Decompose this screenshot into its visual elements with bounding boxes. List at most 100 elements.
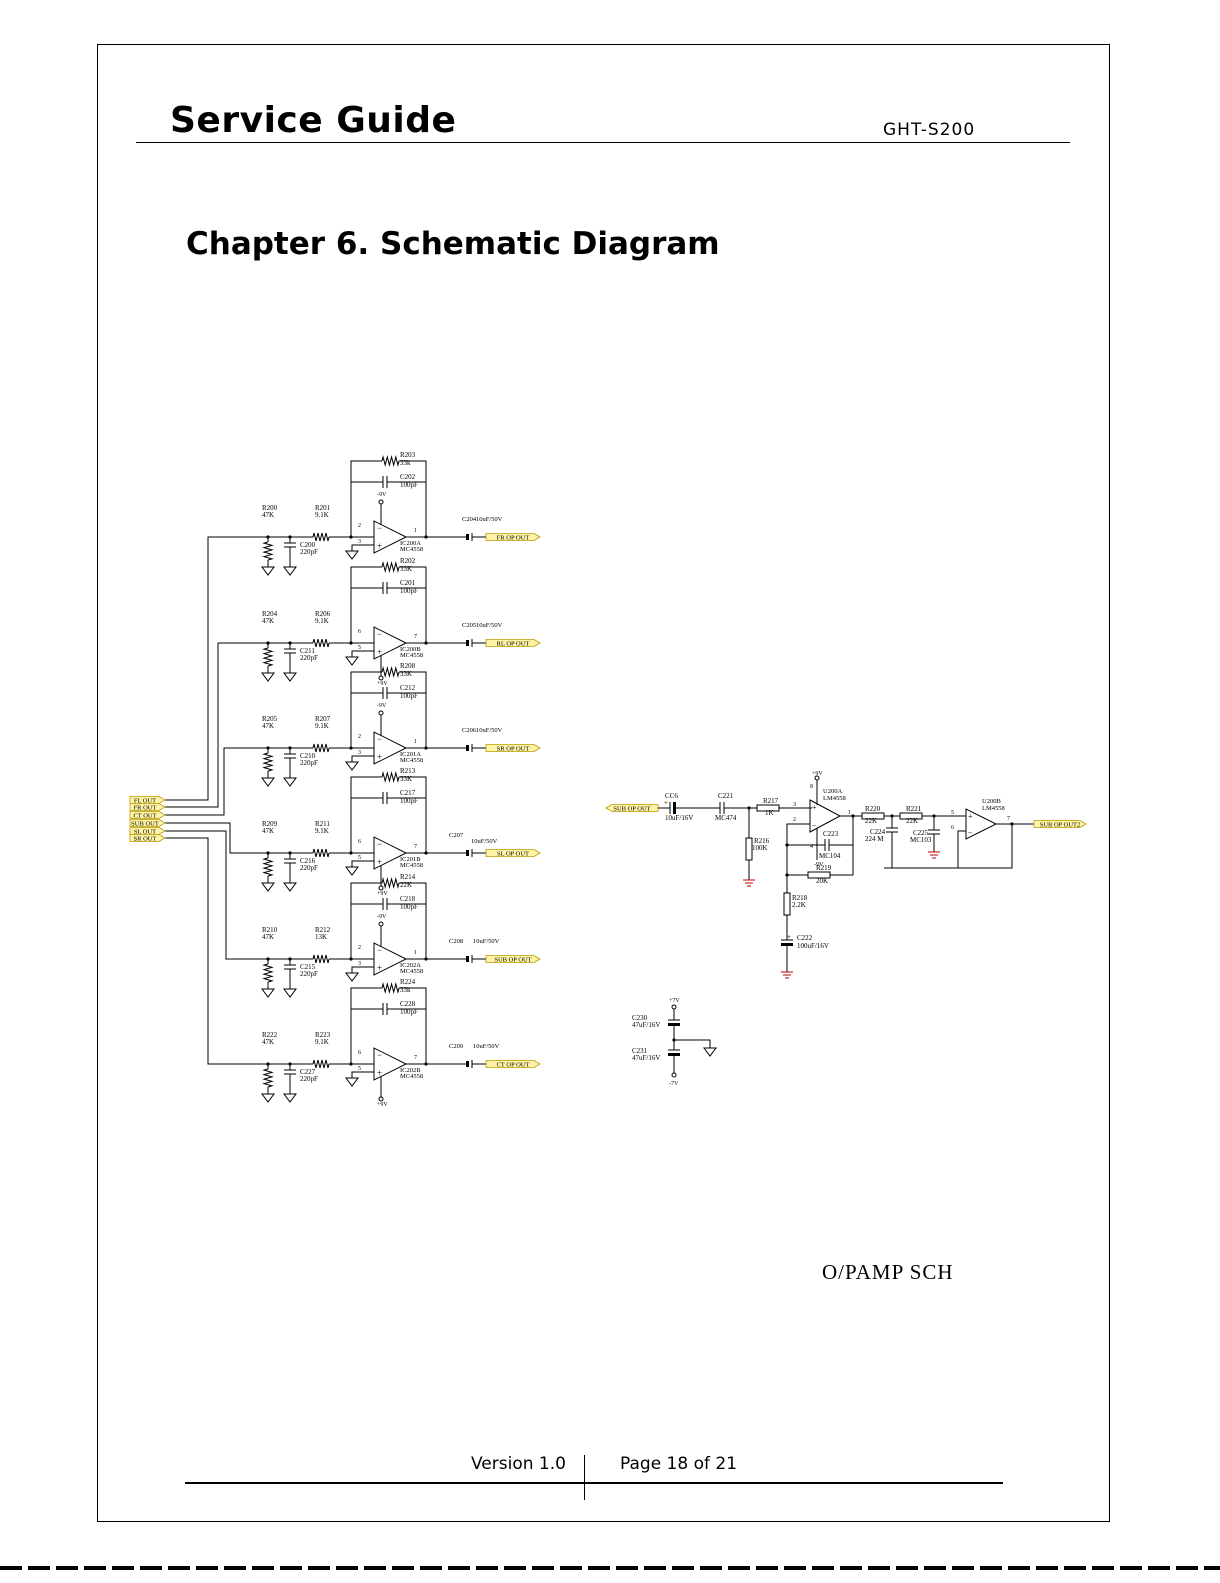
stage-5-wire [351,966,374,973]
input-connector-6-label: SR OUT [134,836,157,843]
stage-3-cin-value: 220pF [300,759,318,767]
r218-ref: R218 [792,894,808,902]
stage-3-ic-part: MC4558 [400,757,423,764]
stage-4-pin-out: 7 [414,844,417,850]
stage-2-fb-wire [350,566,382,643]
stage-2-supply-node [378,675,384,681]
junction-dot [349,851,353,855]
u200a-opamp [809,799,842,833]
stage-6-cout-ref: C209 [449,1043,463,1050]
c231-capacitor-plate [668,1053,680,1056]
stage-5-output-label: SUB OP OUT [494,957,531,964]
stage-1-opamp [373,520,408,554]
stage-3-rin-resistor [262,752,274,772]
stage-4-rin-ref: R209 [262,820,278,828]
stage-5-cfb-ref: C218 [400,895,416,903]
stage-3-fb-wire [399,671,427,748]
stage-4-ic-ref: IC201B [400,856,421,863]
stage-4-rser-ref: R211 [315,820,330,828]
decoupling-ground [703,1047,717,1057]
stage-6-rin-value: 47K [262,1038,274,1046]
junction-dot [349,535,353,539]
r219-value: 20K [816,877,828,885]
u200a-pin8: 8 [810,784,813,790]
c222-value: 100uF/16V [797,942,829,950]
stage-1-rfb-value: 33k [400,459,411,467]
stage-2-cfb-value: 100pF [400,587,418,595]
stage-4-rin-resistor [262,857,274,877]
stage-5-cin-ground [283,988,297,998]
u200a-vminus: -9V [814,862,824,868]
stage-3-wire [351,755,374,762]
stage-2-cin-ref: C211 [300,647,315,655]
opamp-minus-sign: − [377,945,382,955]
stage-4-rin-ground [261,882,275,892]
stage-6-rser-resistor [312,1059,330,1069]
stage-6-pin-out: 7 [414,1055,417,1061]
junction-dot [349,641,353,645]
stage-3-nonin-ground [345,761,359,771]
stage-2-rfb-ref: R202 [400,557,416,565]
r220-ref: R220 [865,805,881,813]
opamp-plus-sign: + [377,857,382,867]
u200b-opamp [965,808,998,840]
input-connector-3-tag [129,811,166,819]
stage-6-rin-ref: R222 [262,1031,278,1039]
stage-5-opamp [373,942,408,976]
vneg-label: -7V [669,1081,679,1087]
u200b-minus: − [968,828,973,837]
stage-6-rser-ref: R223 [315,1031,331,1039]
stage-6-rfb-resistor [381,982,400,994]
stage-4-nonin-ground [345,866,359,876]
vpos-label: +7V [669,998,680,1004]
stage-3-output-tag [485,744,541,752]
stage-5-supply-label: -9V [377,914,387,920]
stage-2-nonin-ground [345,656,359,666]
input-connector-5-tag [129,827,166,835]
stage-3-cfb-value: 100pF [400,692,418,700]
stage-2-rfb-value: 33K [400,565,412,573]
r220-value: 22K [865,817,877,825]
stage-1-pin-inv: 2 [358,523,361,529]
sub-filter-input-tag [605,804,659,812]
stage-3-output-label: SR OP OUT [497,746,530,753]
stage-6-fb-wire [399,987,427,1064]
footer-page-number: Page 18 of 21 [620,1454,738,1474]
c224-ref: C224 [870,828,886,836]
u200b-pin5: 5 [951,810,954,816]
opamp-minus-sign: − [377,629,382,639]
u200b-pin7: 7 [1007,816,1010,822]
stage-4-wire [351,860,374,867]
stage-4-cout-capacitor [466,850,469,856]
stage-2-output-label: RL OP OUT [497,641,530,648]
stage-6-fb-wire [350,987,382,1064]
stage-3-cfb-ref: C212 [400,684,416,692]
stage-1-rser-value: 9.1K [315,511,329,519]
stage-5-cout-ref: C208 [449,938,463,945]
stage-4-cfb-value: 100pF [400,797,418,805]
footer-rule [185,1482,1003,1484]
footer-divider [584,1455,585,1500]
u200b-ref: U200B [982,798,1001,805]
stage-6-cin-value: 220pF [300,1075,318,1083]
stage-5-pin-inv: 2 [358,945,361,951]
stage-5-output-tag [485,955,541,963]
stage-2-ic-ref: IC200B [400,646,421,653]
stage-4-rfb-ref: R213 [400,767,416,775]
sub-filter-output-label: SUB OP OUT2 [1040,822,1081,829]
stage-6-input-wire [165,837,313,1065]
input-connector-1-tag [129,796,166,804]
stage-3-cout-ref: C206 [462,727,477,734]
input-connector-6-tag [129,834,166,842]
stage-2-cin-ground [283,672,297,682]
u200a-pin4: 4 [810,844,813,850]
stage-1-rfb-ref: R203 [400,451,416,459]
stage-1-input-wire [165,536,313,801]
stage-1-supply-node [378,499,384,505]
u200a-pin3: 3 [793,802,796,808]
c222-ref: C222 [797,934,813,942]
cc6-value: 10uF/16V [665,814,693,822]
stage-2-supply-label: +9V [377,681,388,687]
junction-dot [266,957,270,961]
stage-2-rfb-resistor [381,561,400,573]
